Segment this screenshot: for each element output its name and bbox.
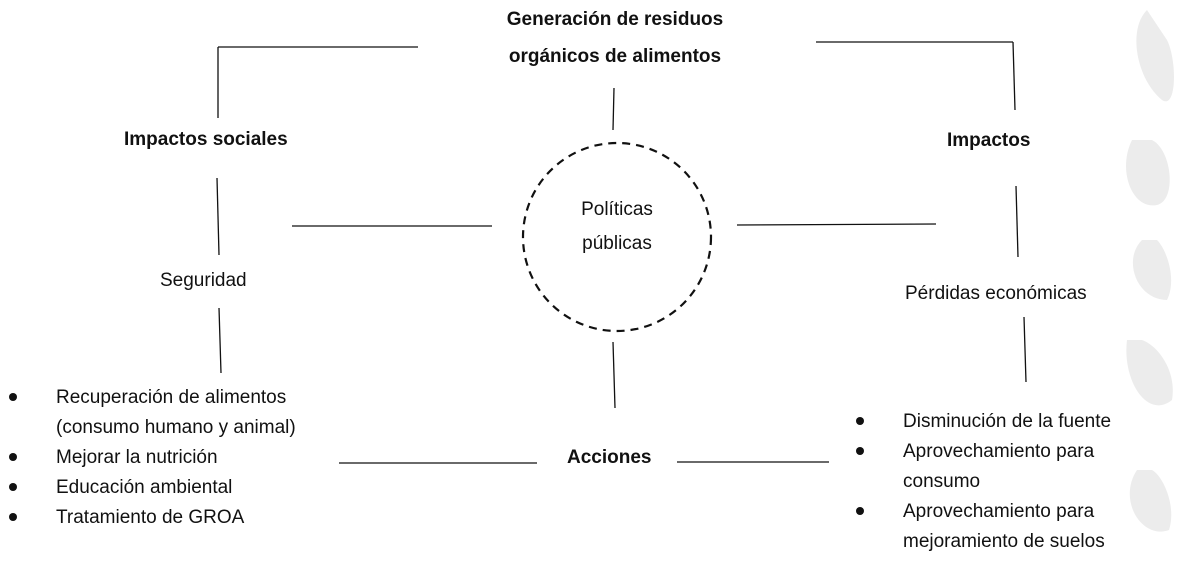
right-subheading: Pérdidas económicas <box>905 283 1087 304</box>
list-item: Educación ambiental <box>4 473 296 503</box>
list-item: (consumo humano y animal) <box>56 417 296 438</box>
line-right-sub-to-bullets <box>1023 316 1027 383</box>
bottom-label: Acciones <box>567 447 652 468</box>
diagram-title-line2: orgánicos de alimentos <box>508 46 722 67</box>
list-item: Mejorar la nutrición <box>4 443 296 473</box>
line-center-to-bottom <box>612 341 616 409</box>
bullet-icon <box>9 393 17 401</box>
bullet-icon <box>9 483 17 491</box>
line-top-right-vertical <box>1012 41 1016 111</box>
dashed-circle <box>521 141 713 333</box>
left-subheading: Seguridad <box>160 270 247 291</box>
bullet-icon <box>9 453 17 461</box>
list-item: consumo <box>903 471 981 492</box>
line-left-heading-to-sub <box>216 177 220 256</box>
list-item: Recuperación de alimentos <box>4 383 296 413</box>
bullet-icon <box>856 417 864 425</box>
bullet-icon <box>856 447 864 455</box>
right-heading: Impactos <box>947 130 1031 151</box>
watermark-decoration <box>1126 10 1174 532</box>
list-item: Aprovechamiento para <box>851 497 1111 527</box>
center-label-line1: Políticas <box>581 199 653 220</box>
bullet-icon <box>9 513 17 521</box>
list-item: Aprovechamiento para <box>851 437 1111 467</box>
bullet-icon <box>856 507 864 515</box>
left-bullet-list: Recuperación de alimentos (consumo human… <box>4 383 296 533</box>
center-label-line2: públicas <box>582 233 652 254</box>
diagram-title-line1: Generación de residuos <box>506 9 724 30</box>
line-left-sub-to-bullets <box>218 307 222 374</box>
line-title-to-center <box>612 87 615 131</box>
right-bullet-list: Disminución de la fuente Aprovechamiento… <box>851 407 1111 557</box>
list-item: Tratamiento de GROA <box>4 503 296 533</box>
line-right-heading-to-sub <box>1015 185 1019 258</box>
line-right-to-center <box>736 223 937 226</box>
list-item: Disminución de la fuente <box>851 407 1111 437</box>
left-heading: Impactos sociales <box>124 129 288 150</box>
list-item: mejoramiento de suelos <box>903 531 1105 552</box>
